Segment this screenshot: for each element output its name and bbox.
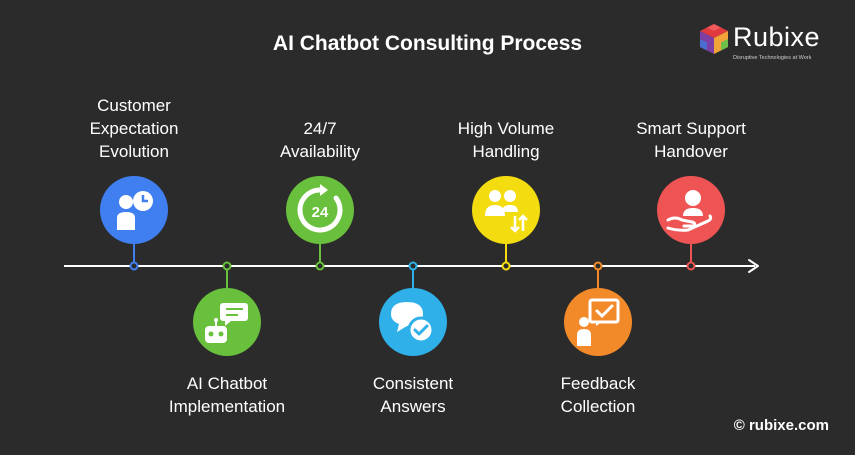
step-label-line: Evolution [99, 142, 169, 161]
timeline-node [129, 261, 139, 271]
copyright-text: © rubixe.com [733, 417, 829, 434]
step-label-line: 24/7 [303, 119, 337, 138]
step-label-line: Answers [380, 397, 446, 416]
timeline-node [501, 261, 511, 271]
brand-name: Rubixe [733, 22, 821, 52]
brand-logo: Rubixe Disruptive Technologies at Work [697, 18, 837, 68]
timeline-node [315, 261, 325, 271]
step-label-line: Expectation [89, 119, 179, 138]
page-title: AI Chatbot Consulting Process [272, 32, 583, 55]
step-label-line: Collection [560, 397, 636, 416]
step-label-line: High Volume [457, 119, 555, 138]
24-hours-icon: 24 [286, 176, 354, 244]
timeline-node [593, 261, 603, 271]
robot-chat-icon [193, 288, 261, 356]
step-label-line: Feedback [560, 374, 636, 393]
brand-tagline: Disruptive Technologies at Work [733, 55, 812, 61]
hand-user-icon [657, 176, 725, 244]
timeline-node [686, 261, 696, 271]
chat-check-icon [379, 288, 447, 356]
timeline-node [408, 261, 418, 271]
step-label-line: Implementation [168, 397, 286, 416]
step-label-line: Handover [654, 142, 728, 161]
users-transfer-icon [472, 176, 540, 244]
step-label-line: AI Chatbot [186, 374, 268, 393]
step-label-line: Smart Support [636, 119, 746, 138]
step-label-line: Customer [97, 96, 171, 115]
step-label-line: Consistent [372, 374, 454, 393]
step-label-line: Availability [279, 142, 360, 161]
svg-text:24: 24 [312, 204, 329, 221]
rubik-cube-icon [700, 24, 728, 54]
person-clock-icon [100, 176, 168, 244]
timeline-node [222, 261, 232, 271]
step-label-line: Handling [472, 142, 540, 161]
person-feedback-icon [564, 288, 632, 356]
